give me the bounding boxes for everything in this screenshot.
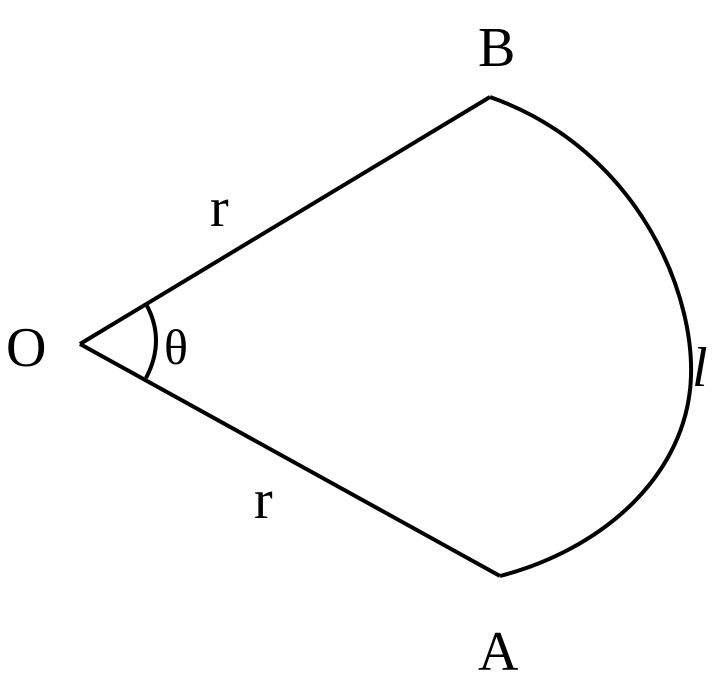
arc-ab bbox=[489, 95, 693, 578]
radius-oa bbox=[79, 342, 501, 578]
label-l: l bbox=[692, 337, 708, 399]
label-r-top: r bbox=[210, 177, 229, 239]
angle-arc bbox=[144, 303, 158, 379]
label-o: O bbox=[6, 317, 46, 379]
radius-ob bbox=[78, 95, 492, 346]
label-a: A bbox=[478, 621, 519, 683]
label-b: B bbox=[478, 17, 515, 79]
label-r-bottom: r bbox=[254, 469, 273, 531]
label-theta: θ bbox=[164, 319, 188, 375]
